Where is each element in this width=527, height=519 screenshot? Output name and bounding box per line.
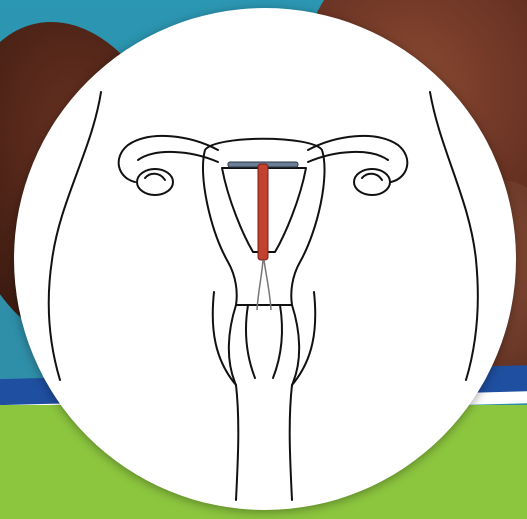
illustration-circle	[14, 8, 516, 510]
uterus-iud-illustration	[14, 8, 516, 510]
vaginal-canal-left	[229, 305, 238, 500]
vaginal-canal-right	[290, 305, 299, 500]
body-outline-left	[49, 92, 101, 380]
body-outline-right	[430, 92, 478, 380]
iud-device	[228, 162, 298, 310]
